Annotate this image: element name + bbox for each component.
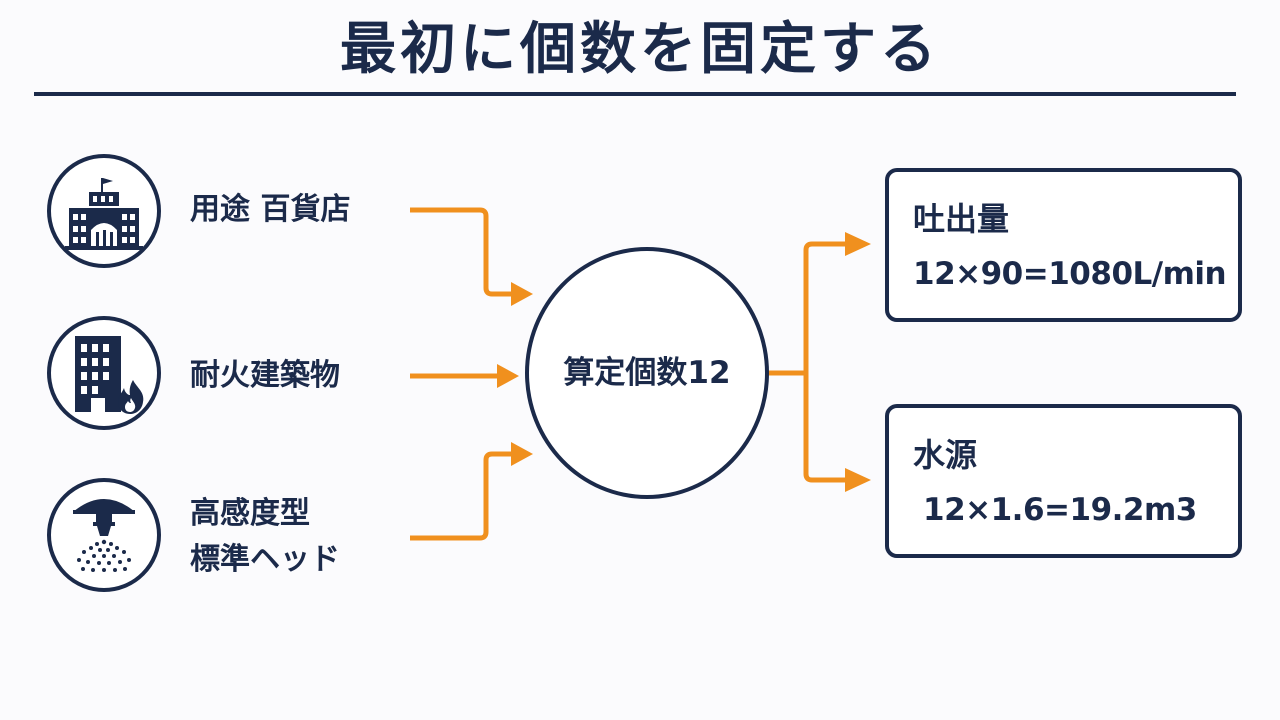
connector-output-1 (803, 241, 845, 373)
output-title-water-source: 水源 (913, 436, 978, 474)
output-box-discharge: 吐出量 12×90=1080L/min (885, 168, 1242, 322)
sprinkler-head-icon (47, 478, 161, 592)
output-box-water-source: 水源 12×1.6=19.2m3 (885, 404, 1242, 558)
title-underline (34, 92, 1236, 96)
arrowhead-input-2 (497, 364, 519, 388)
output-title-discharge: 吐出量 (913, 200, 1010, 238)
connector-output-2 (803, 373, 845, 483)
input-label-head-type: 高感度型 標準ヘッド (190, 491, 340, 583)
input-label-usage-line: 用途 百貨店 (190, 192, 351, 227)
department-store-icon (47, 154, 161, 268)
arrowhead-output-1 (845, 232, 871, 256)
input-label-usage: 用途 百貨店 (190, 187, 350, 233)
connector-input-3 (410, 451, 515, 541)
output-formula-discharge: 12×90=1080L/min (913, 256, 1227, 292)
input-label-head-type-line-1: 高感度型 (190, 496, 310, 531)
arrowhead-output-2 (845, 468, 871, 492)
input-label-head-type-line-2: 標準ヘッド (190, 542, 340, 577)
fire-resistant-building-icon (47, 316, 161, 430)
output-formula-water-source: 12×1.6=19.2m3 (923, 492, 1197, 528)
connector-input-1 (410, 207, 515, 297)
input-label-structure-line: 耐火建築物 (190, 358, 340, 393)
calculated-count-label: 算定個数12 (563, 355, 731, 391)
page-title: 最初に個数を固定する (340, 17, 940, 82)
calculated-count-node: 算定個数12 (525, 247, 769, 499)
input-label-structure: 耐火建築物 (190, 353, 340, 399)
